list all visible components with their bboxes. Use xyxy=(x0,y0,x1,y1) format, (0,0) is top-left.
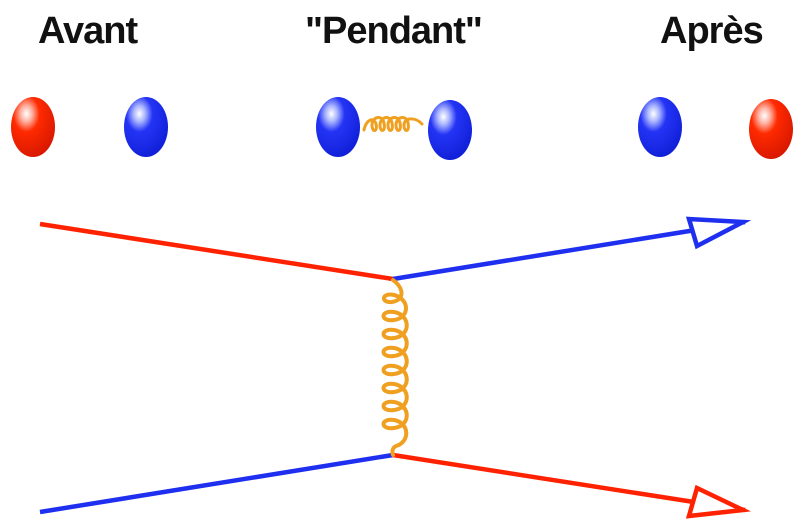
label-during: "Pendant" xyxy=(305,10,483,52)
gluon-exchange-icon xyxy=(381,278,409,457)
top-arrowhead-icon xyxy=(685,216,752,250)
label-before: Avant xyxy=(38,10,138,52)
particle-after-blue xyxy=(638,97,682,157)
particle-after-red xyxy=(749,99,793,159)
bottom-outgoing-red-line xyxy=(392,452,746,513)
bottom-arrowhead-icon xyxy=(685,484,752,519)
gluon-small-icon xyxy=(362,116,424,132)
bottom-incoming-blue-line xyxy=(39,452,394,515)
top-outgoing-blue-line xyxy=(392,219,746,282)
particle-before-red xyxy=(11,97,55,157)
particle-before-blue xyxy=(124,97,168,157)
particle-during-right xyxy=(428,100,472,160)
top-incoming-red-line xyxy=(39,221,394,282)
particle-during-left xyxy=(316,97,360,157)
label-after: Après xyxy=(660,10,764,52)
